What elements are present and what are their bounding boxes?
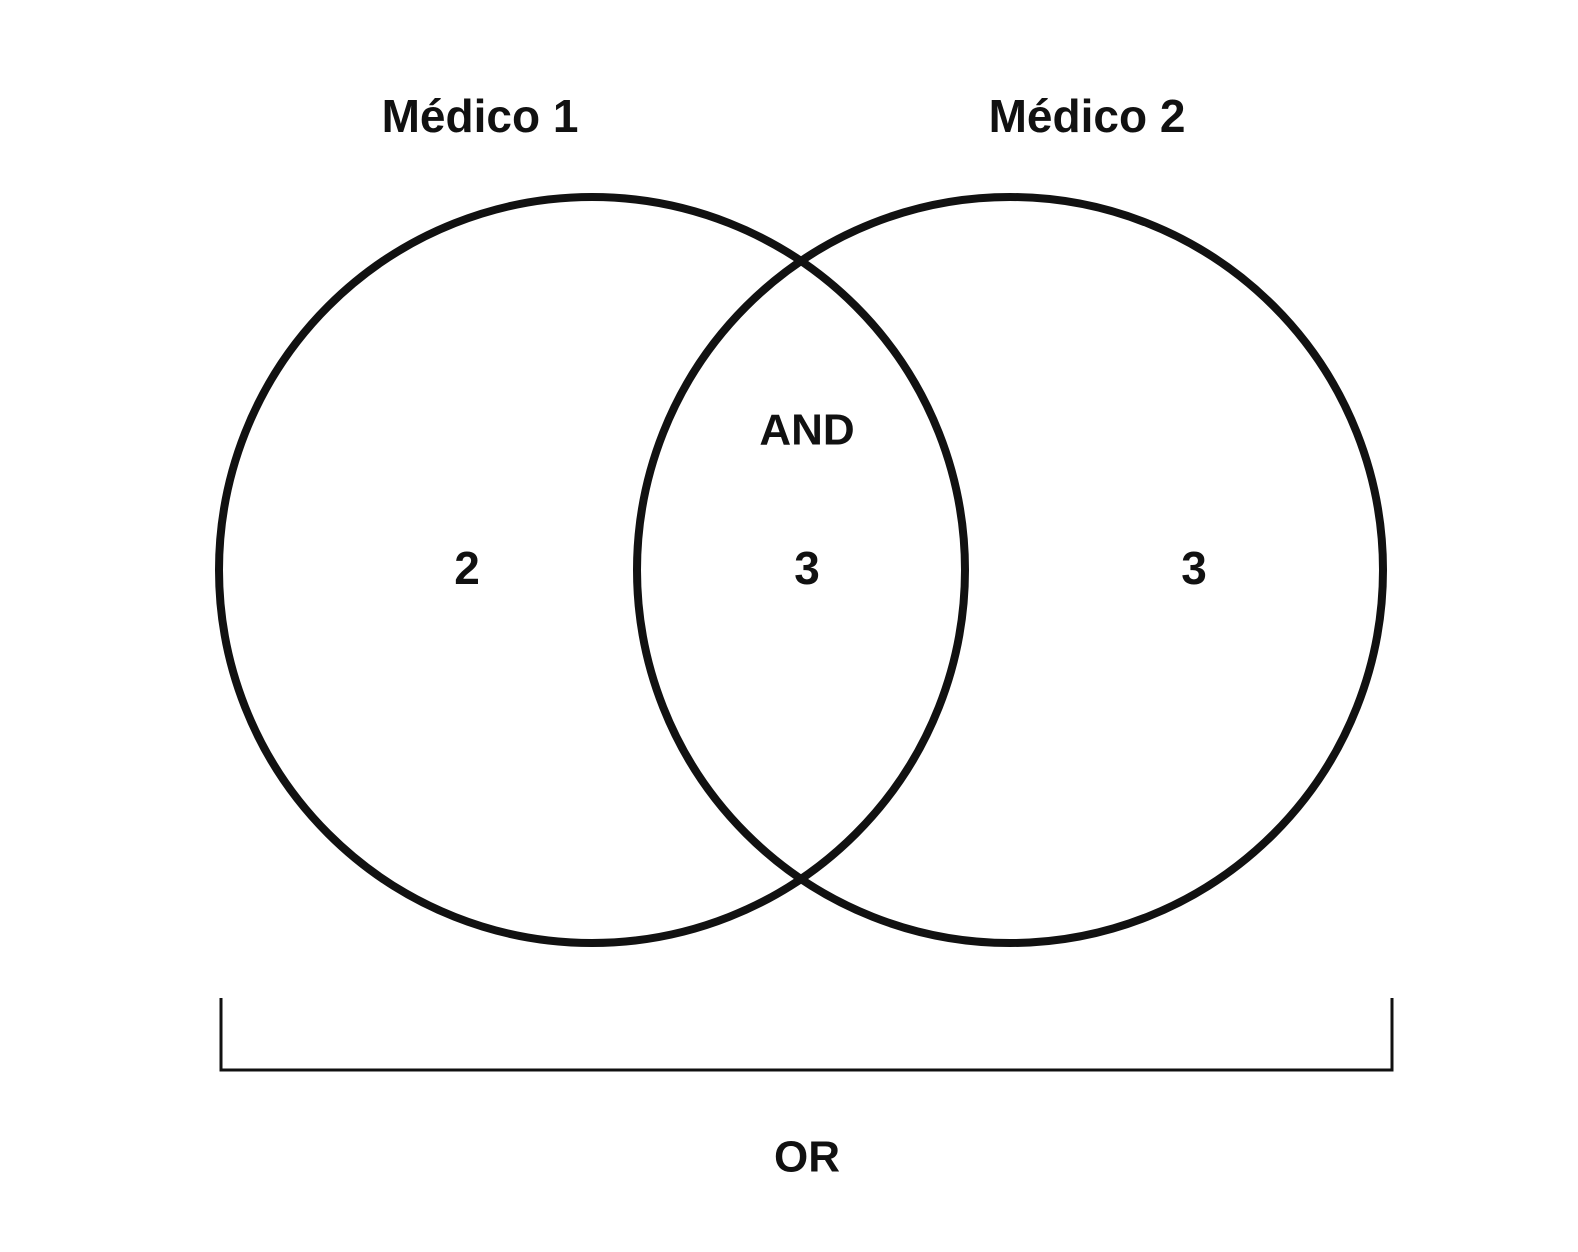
intersection-label: AND <box>759 406 854 455</box>
set-2-title: Médico 2 <box>989 90 1186 142</box>
union-bracket <box>219 998 1394 1072</box>
region-count-intersection: 3 <box>794 542 820 594</box>
region-count-set-1-only: 2 <box>454 542 480 594</box>
union-label: OR <box>774 1133 840 1182</box>
region-count-set-2-only: 3 <box>1181 542 1207 594</box>
set-2-circle <box>633 193 1387 947</box>
set-1-title: Médico 1 <box>382 90 579 142</box>
set-1-circle <box>215 193 969 947</box>
